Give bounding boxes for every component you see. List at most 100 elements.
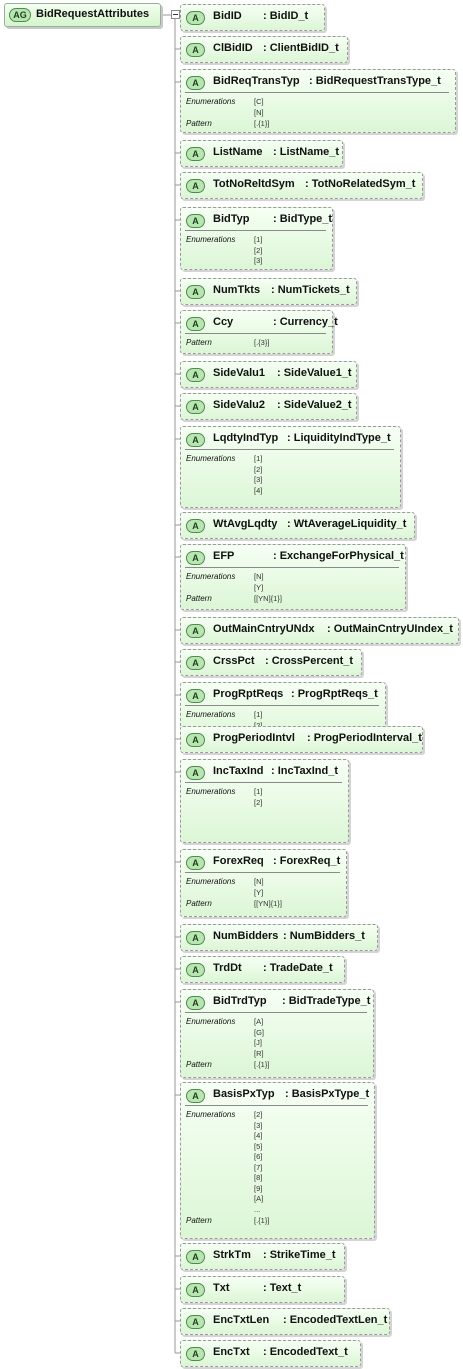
- attribute-type: : NumBidders_t: [283, 930, 365, 942]
- enumeration-value: [8]: [254, 1173, 263, 1182]
- attribute-type: : BidRequestTransType_t: [309, 75, 441, 87]
- attribute-type: : Text_t: [263, 1282, 302, 1294]
- attribute-icon: A: [186, 147, 205, 161]
- pattern-value: [.{1}]: [254, 1216, 270, 1225]
- collapse-toggle-icon[interactable]: [171, 10, 180, 19]
- attribute-name: BidReqTransTyp: [213, 75, 300, 87]
- attribute-type: : WtAverageLiquidity_t: [287, 518, 407, 530]
- attribute-icon: A: [186, 11, 205, 25]
- attribute-icon: A: [186, 1283, 205, 1297]
- attribute-group-icon: AG: [9, 8, 31, 22]
- pattern-label: Pattern: [186, 594, 212, 603]
- facet-separator: [185, 449, 394, 450]
- attribute-type: : TotNoRelatedSym_t: [305, 178, 416, 190]
- enumeration-value: [7]: [254, 1162, 263, 1172]
- attribute-type: : CrossPercent_t: [265, 655, 354, 667]
- attribute-type: : ListName_t: [273, 146, 340, 158]
- attribute-type: : EncodedTextLen_t: [283, 1314, 388, 1326]
- attribute-name: ProgPeriodIntvl: [213, 732, 295, 744]
- enumerations-label: Enumerations: [186, 1017, 236, 1026]
- pattern-value: [[YN]{1}]: [254, 594, 282, 603]
- enumeration-value: [3]: [254, 475, 263, 484]
- enumeration-values: [C][N]: [254, 97, 264, 118]
- enumeration-value: [C]: [254, 97, 264, 106]
- attribute-type: : Currency_t: [273, 316, 338, 328]
- pattern-label: Pattern: [186, 1060, 212, 1069]
- enumeration-value: [G]: [254, 1027, 265, 1037]
- attribute-type: : BidTradeType_t: [282, 995, 371, 1007]
- attribute-name: EncTxt: [213, 1346, 250, 1358]
- attribute-group-node[interactable]: AG BidRequestAttributes: [4, 3, 161, 27]
- pattern-value: [[YN]{1}]: [254, 899, 282, 908]
- attribute-name: StrkTm: [213, 1249, 251, 1261]
- attribute-icon: A: [186, 76, 205, 90]
- attribute-icon: A: [186, 1347, 205, 1361]
- attribute-icon: A: [186, 285, 205, 299]
- attribute-name: NumTkts: [213, 284, 261, 296]
- enumeration-value: [A]: [254, 1194, 264, 1203]
- enumeration-value: [6]: [254, 1152, 263, 1161]
- attribute-type: : TradeDate_t: [263, 962, 333, 974]
- facet-separator: [185, 782, 342, 783]
- attribute-type: : BidID_t: [263, 10, 309, 22]
- enumerations-label: Enumerations: [186, 572, 236, 581]
- attribute-icon: A: [186, 433, 205, 447]
- attribute-node[interactable]: A NumBidders : NumBidders_t: [180, 924, 378, 951]
- attribute-icon: A: [186, 733, 205, 747]
- pattern-label: Pattern: [186, 119, 212, 128]
- enumeration-value: [4]: [254, 1131, 263, 1140]
- enumeration-value: [9]: [254, 1183, 263, 1193]
- facet-separator: [185, 567, 399, 568]
- enumeration-value: [R]: [254, 1048, 264, 1058]
- attribute-name: EFP: [213, 550, 235, 562]
- enumeration-value: [N]: [254, 877, 264, 886]
- attribute-name: TrdDt: [213, 962, 242, 974]
- attribute-name: SideValu1: [213, 367, 265, 379]
- enumerations-label: Enumerations: [186, 454, 236, 463]
- enumeration-value: [3]: [254, 1120, 263, 1130]
- attribute-name: Txt: [213, 1282, 230, 1294]
- attribute-icon: A: [186, 368, 205, 382]
- enumeration-value: [2]: [254, 464, 263, 474]
- attribute-name: BidTyp: [213, 213, 250, 225]
- attribute-type: : IncTaxInd_t: [271, 765, 339, 777]
- enumeration-value: [N]: [254, 572, 264, 581]
- enumeration-value: [1]: [254, 454, 263, 463]
- attribute-name: NumBidders: [213, 930, 279, 942]
- enumeration-values: [N][Y]: [254, 877, 264, 898]
- enumerations-label: Enumerations: [186, 1110, 236, 1119]
- attribute-icon: A: [186, 931, 205, 945]
- pattern-value: [.{3}]: [254, 338, 270, 347]
- attribute-name: WtAvgLqdty: [213, 518, 278, 530]
- attribute-icon: A: [186, 179, 205, 193]
- enumeration-value: [Y]: [254, 887, 264, 897]
- enumeration-values: [2][3][4][5][6][7][8][9][A]...: [254, 1110, 263, 1215]
- attribute-node[interactable]: A Txt : Text_t: [180, 1276, 345, 1303]
- attribute-type: : ProgRptReqs_t: [291, 688, 378, 700]
